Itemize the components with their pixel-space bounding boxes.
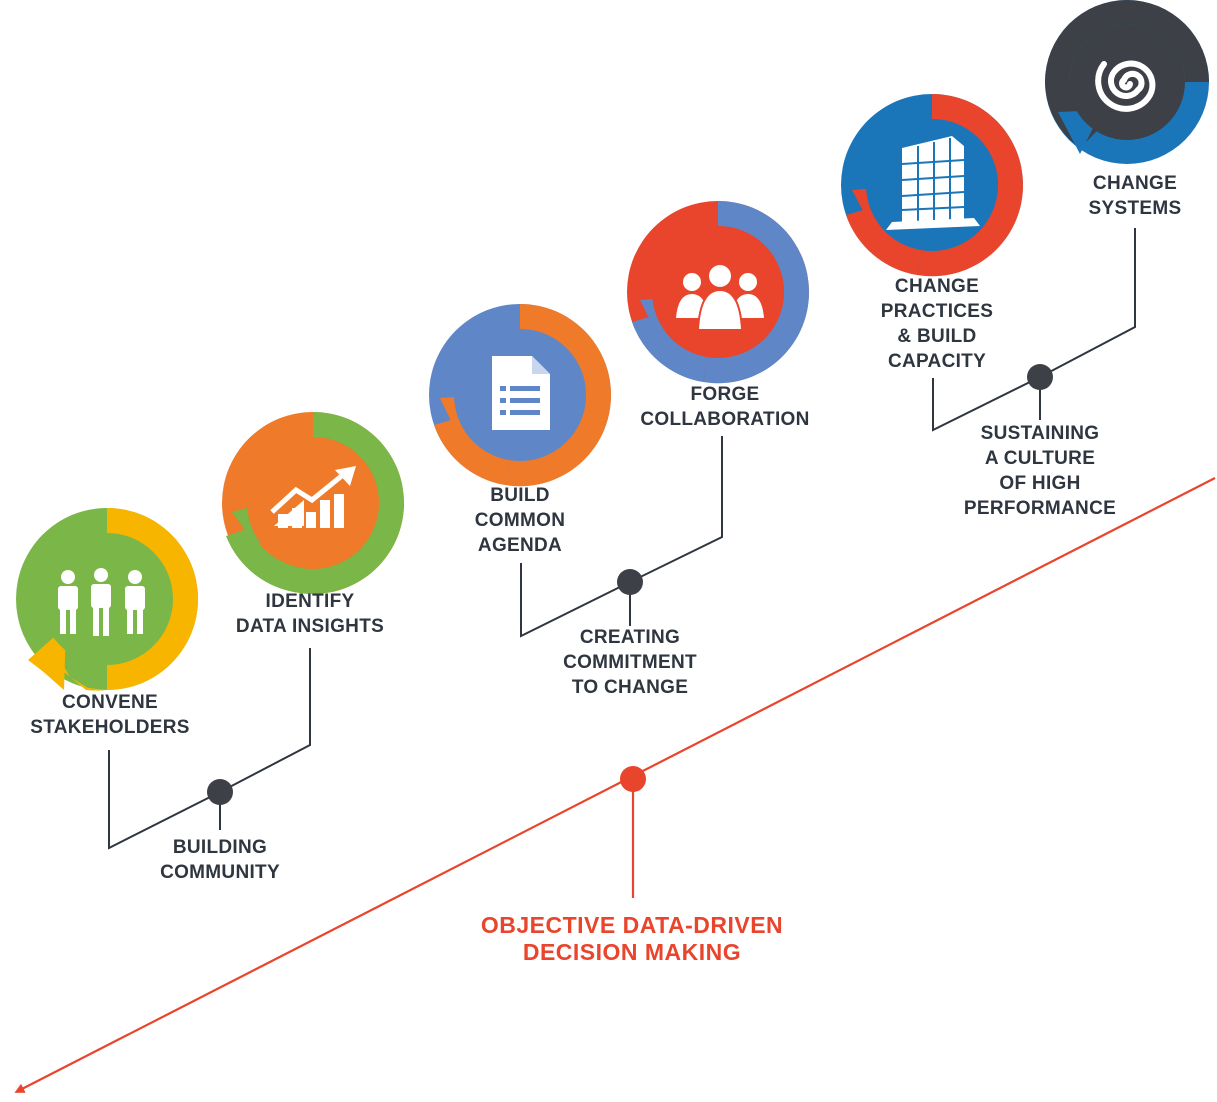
decision-axis-line <box>14 477 1216 1093</box>
phase-node-creating-commitment <box>617 569 643 595</box>
building-icon <box>886 136 980 230</box>
spiral-icon <box>1095 60 1156 112</box>
step-circle-build <box>429 304 612 487</box>
document-icon <box>492 356 550 430</box>
team-icon <box>676 265 764 331</box>
people-group-icon <box>58 568 145 636</box>
step-circle-systems <box>1045 0 1209 164</box>
phase-node-building-community <box>207 779 233 805</box>
phase-node-sustaining-culture <box>1027 364 1053 390</box>
growth-chart-icon <box>270 466 356 528</box>
step-circle-identify <box>222 412 404 594</box>
